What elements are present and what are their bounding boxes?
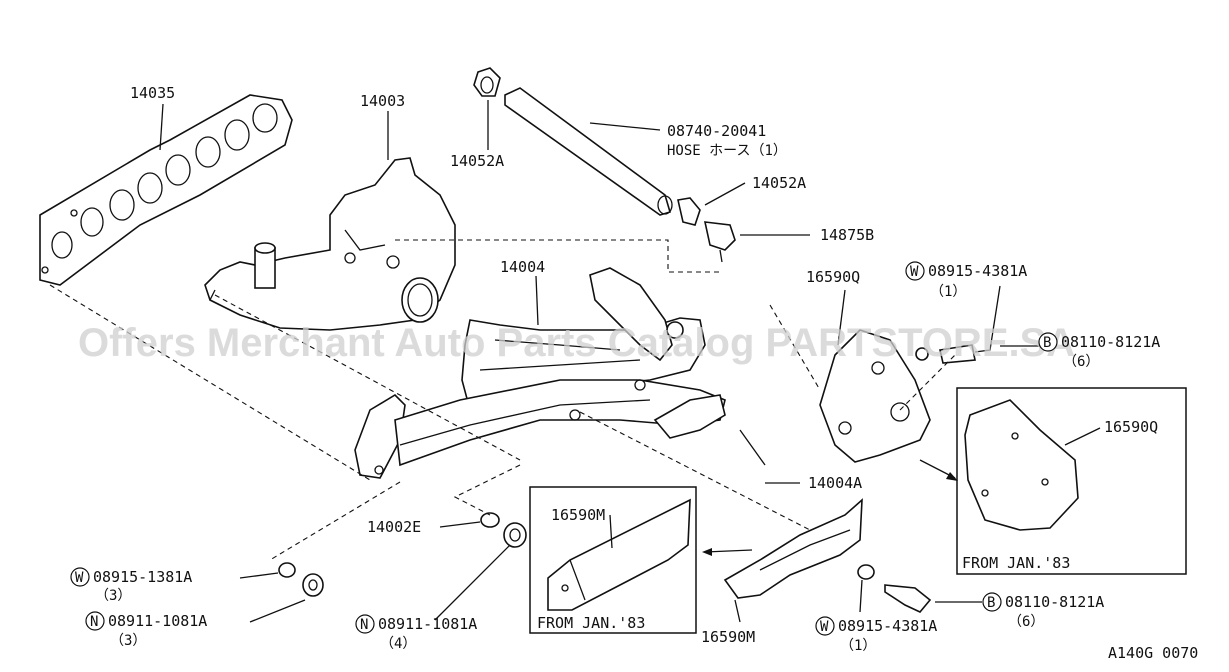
label-14035: 14035 — [130, 84, 175, 102]
label-16590m-inset: 16590M — [551, 506, 605, 524]
label-14875b: 14875B — [820, 226, 874, 244]
hose-assembly — [473, 67, 736, 263]
label-14003: 14003 — [360, 92, 405, 110]
symbol-n-left: N — [90, 614, 98, 630]
nut-symbol-left — [85, 611, 105, 631]
label-08110-8121a-top: 08110-8121A — [1061, 333, 1160, 351]
label-08110-8121a-bot: 08110-8121A — [1005, 593, 1104, 611]
symbol-w-left: W — [75, 570, 84, 586]
heat-shield-m — [723, 498, 863, 599]
label-08915-4381a-bot: 08915-4381A — [838, 617, 937, 635]
qty-3-a: （3） — [95, 588, 131, 604]
bolt-symbol-bot — [982, 592, 1002, 612]
label-16590q: 16590Q — [806, 268, 860, 286]
watermark: Offers Merchant Auto Parts Catalog PARTS… — [78, 321, 1075, 365]
heat-shield-q — [819, 329, 931, 463]
inset-box-middle — [529, 486, 697, 634]
label-hose: HOSE ホース（1） — [667, 143, 787, 159]
symbol-b-bot: B — [987, 595, 995, 611]
symbol-n-mid: N — [360, 617, 368, 633]
label-14052a-top: 14052A — [450, 152, 504, 170]
washer-symbol-top — [905, 261, 925, 281]
symbol-b-top: B — [1043, 335, 1051, 351]
label-08915-4381a-top: 08915-4381A — [928, 262, 1027, 280]
label-08911-1081a-left: 08911-1081A — [108, 612, 207, 630]
label-16590m: 16590M — [701, 628, 755, 646]
label-08740-20041: 08740-20041 — [667, 122, 766, 140]
label-from-jan83-right: FROM JAN.'83 — [962, 554, 1070, 572]
hardware — [278, 344, 976, 613]
symbol-w-bot: W — [820, 619, 829, 635]
label-08915-1381a: 08915-1381A — [93, 568, 192, 586]
label-16590q-inset: 16590Q — [1104, 418, 1158, 436]
leader-lines — [159, 100, 1101, 623]
qty-3-b: （3） — [110, 633, 146, 649]
bolt-symbol-top — [1038, 332, 1058, 352]
nut-symbol-mid — [355, 614, 375, 634]
symbol-w-top: W — [910, 264, 919, 280]
label-14002e: 14002E — [367, 518, 421, 536]
guide-lines — [49, 239, 956, 561]
front-exhaust-pipe — [354, 267, 766, 479]
qty-1-top: （1） — [930, 284, 966, 300]
washer-symbol-left — [70, 567, 90, 587]
label-14052a-mid: 14052A — [752, 174, 806, 192]
washer-symbol-bot — [815, 616, 835, 636]
label-08911-1081a-mid: 08911-1081A — [378, 615, 477, 633]
label-14004a: 14004A — [808, 474, 862, 492]
qty-6-top: （6） — [1063, 354, 1099, 370]
qty-1-bot: （1） — [840, 638, 876, 654]
inset-box-right — [956, 387, 1187, 575]
figure-code: A140G 0070 — [1108, 644, 1198, 662]
label-from-jan83-mid: FROM JAN.'83 — [537, 614, 645, 632]
exhaust-manifold-gasket — [39, 94, 293, 286]
exhaust-manifold — [204, 157, 456, 331]
qty-4: （4） — [380, 636, 416, 652]
label-14004: 14004 — [500, 258, 545, 276]
qty-6-bot: （6） — [1008, 614, 1044, 630]
